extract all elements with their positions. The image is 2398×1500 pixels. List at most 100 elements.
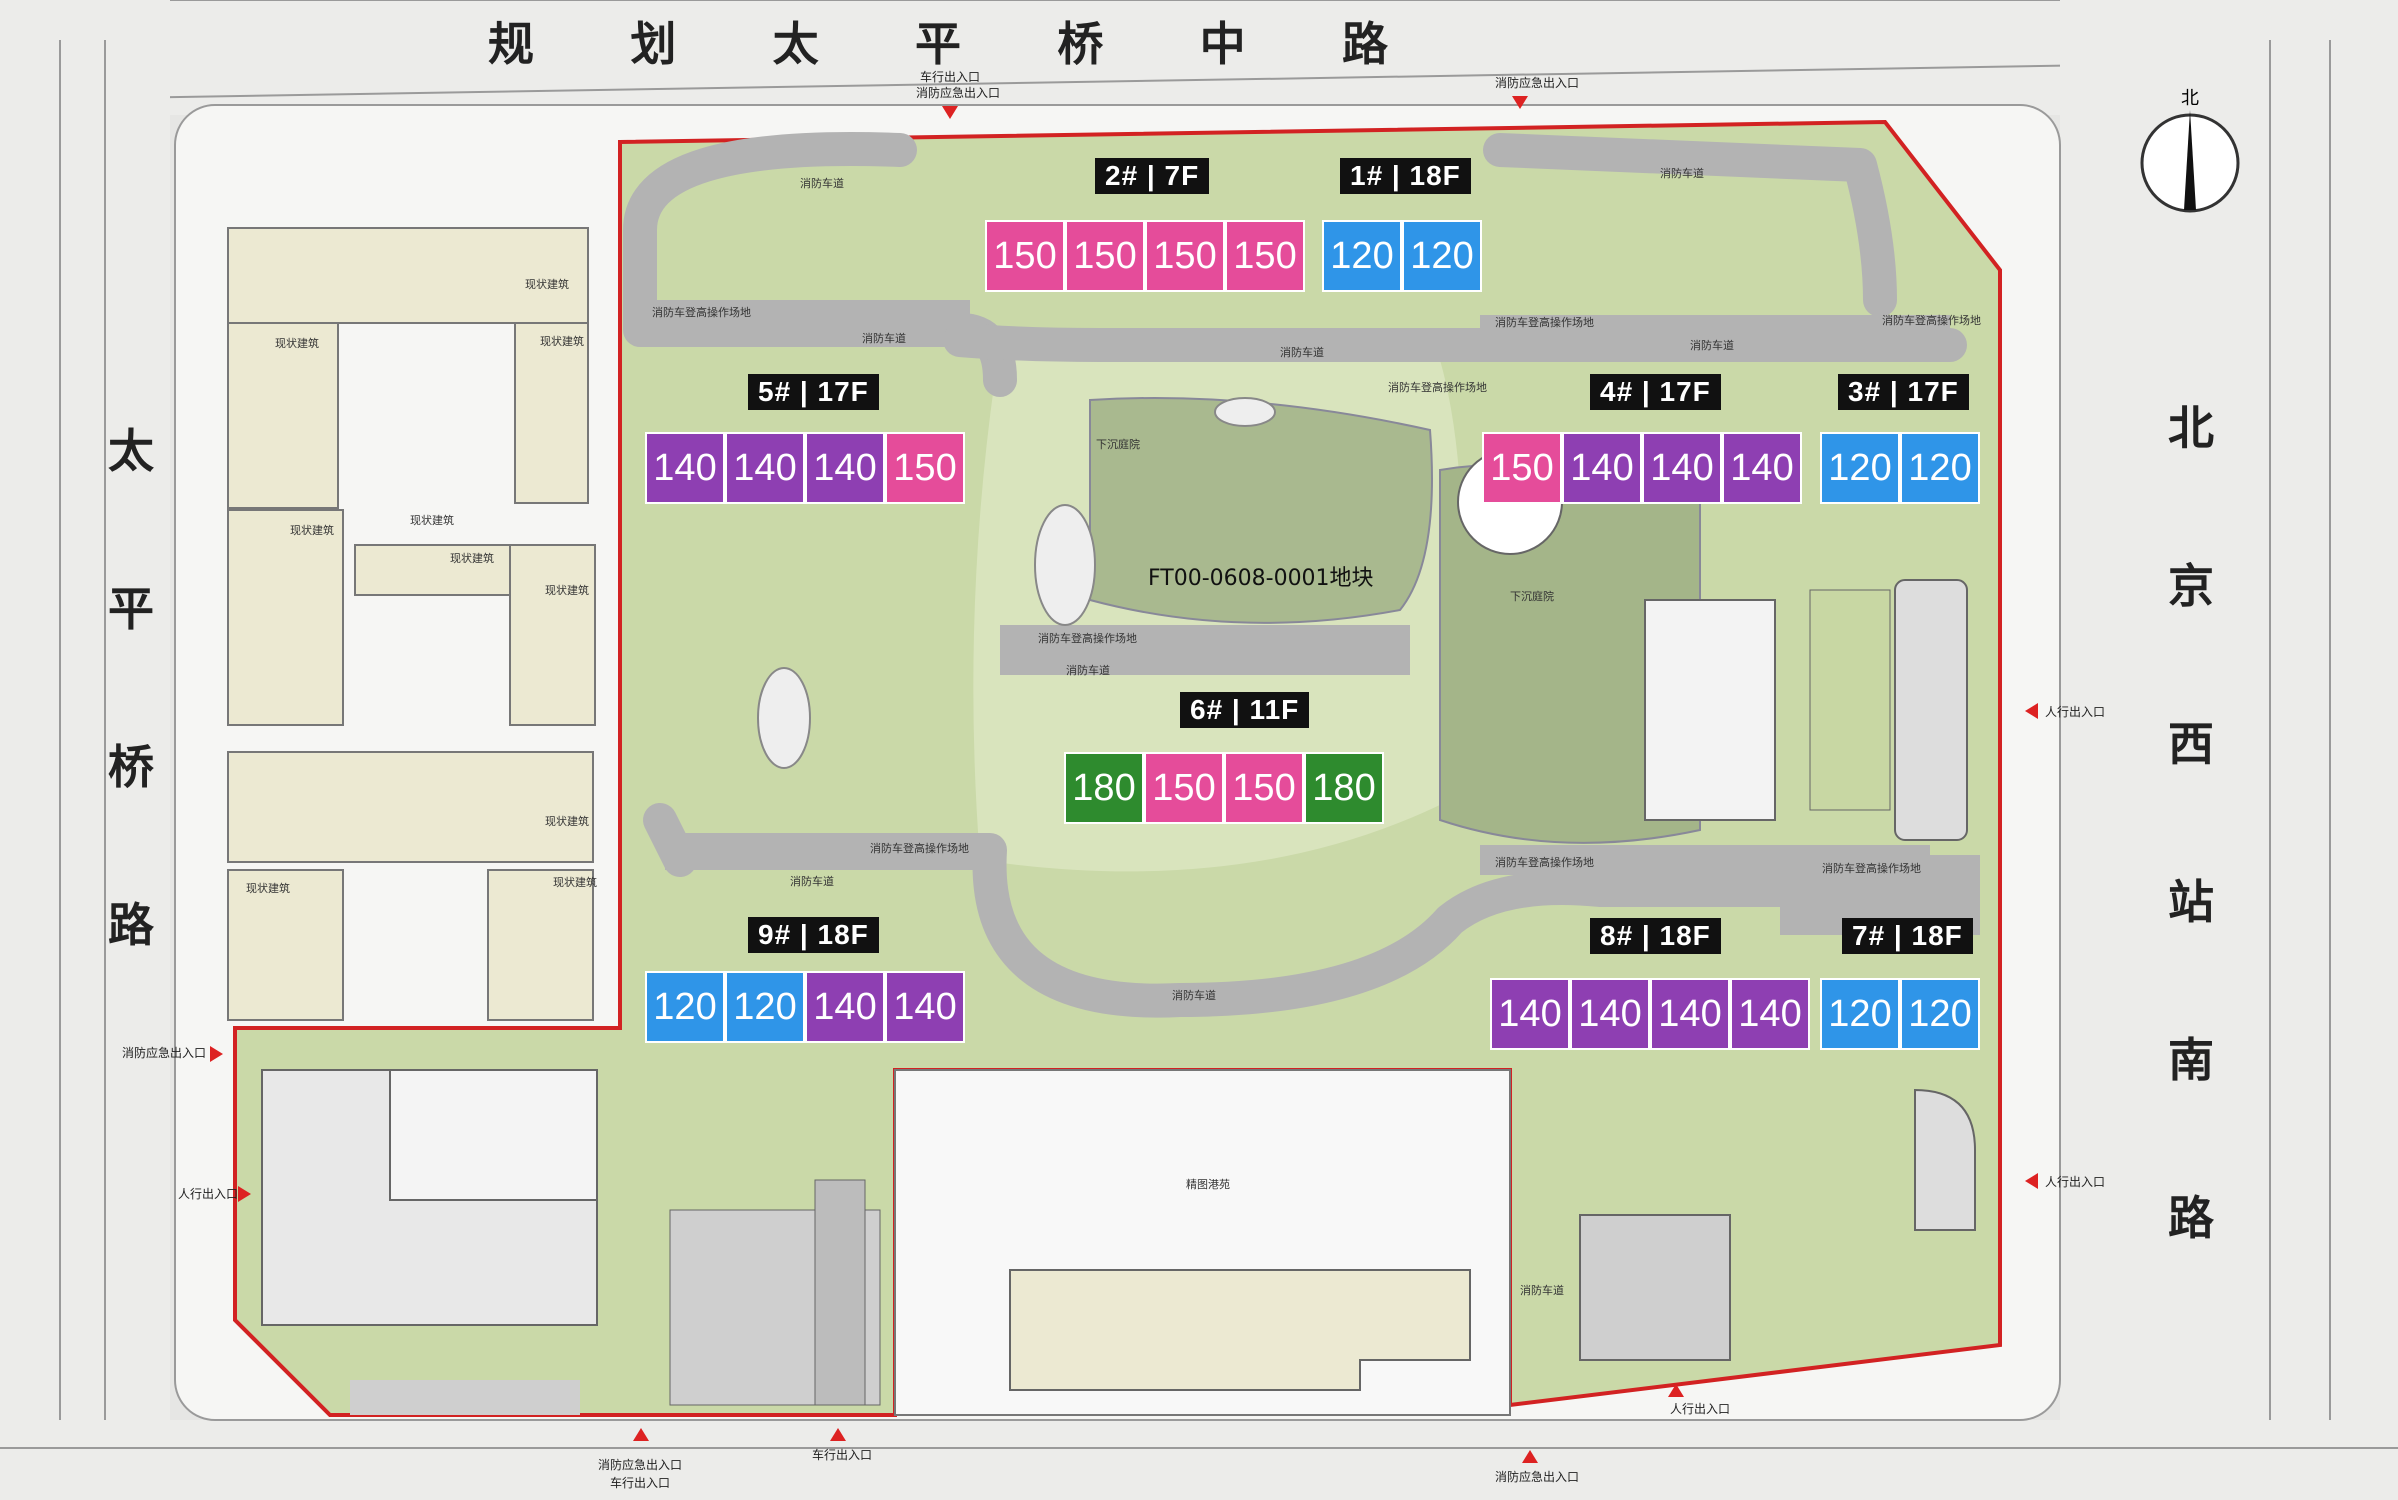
fire-platform-label: 消防车登高操作场地 (1495, 856, 1594, 869)
car-entry-bottom-label: 车行出入口 (812, 1448, 873, 1462)
fire-entry-left-label: 消防应急出入口 (122, 1046, 207, 1060)
fire-lane-label: 消防车道 (800, 177, 844, 190)
existing-building-label: 现状建筑 (410, 514, 454, 527)
entry-arrow-icon (633, 1428, 649, 1441)
fire-lane-label: 消防车道 (1066, 664, 1110, 677)
unit-150: 150 (1144, 752, 1224, 824)
unit-150: 150 (1224, 752, 1304, 824)
building-tag-8: 8# | 18F (1590, 918, 1721, 954)
parcel-label: FT00-0608-0001地块 (1148, 566, 1374, 591)
existing-building-label: 现状建筑 (545, 584, 589, 597)
fire-entry-bottom2-label: 消防应急出入口 (1495, 1470, 1580, 1484)
fire-lane-label: 消防车道 (862, 332, 906, 345)
unit-150: 150 (1145, 220, 1225, 292)
sunken-courtyard-label: 下沉庭院 (1510, 590, 1554, 603)
building-tag-9: 9# | 18F (748, 917, 879, 953)
car-entry-bottom2-label: 车行出入口 (610, 1476, 671, 1490)
unit-140: 140 (1730, 978, 1810, 1050)
compass-north-label: 北 (2181, 88, 2199, 109)
entry-arrow-icon (1522, 1450, 1538, 1463)
road-east-label: 北京西站南路 (2168, 401, 2214, 1245)
entry-arrow-icon (1668, 1384, 1684, 1397)
unit-120: 120 (1820, 978, 1900, 1050)
unit-120: 120 (1402, 220, 1482, 292)
unit-120: 120 (725, 971, 805, 1043)
unit-120: 120 (1900, 432, 1980, 504)
existing-building-label: 现状建筑 (246, 882, 290, 895)
unit-140: 140 (725, 432, 805, 504)
fire-lane-label: 消防车道 (790, 875, 834, 888)
fire-entry-top-label: 消防应急出入口 (916, 86, 1001, 100)
ped-entry-left-label: 人行出入口 (178, 1187, 239, 1201)
fire-platform-label: 消防车登高操作场地 (1038, 632, 1137, 645)
unit-120: 120 (1820, 432, 1900, 504)
unit-120: 120 (1322, 220, 1402, 292)
car-entry-top-label: 车行出入口 (920, 70, 981, 84)
road-north-label: 规划太平桥中路 (488, 17, 1388, 71)
fire-platform-label: 消防车登高操作场地 (870, 842, 969, 855)
fire-lane-label: 消防车道 (1280, 346, 1324, 359)
unit-120: 120 (1900, 978, 1980, 1050)
entry-arrow-icon (2025, 1173, 2038, 1189)
building-tag-6: 6# | 11F (1180, 692, 1310, 728)
road-west-label: 太平桥路 (108, 424, 154, 952)
unit-180: 180 (1304, 752, 1384, 824)
unit-140: 140 (885, 971, 965, 1043)
entry-arrow-icon (238, 1186, 251, 1202)
unit-150: 150 (1225, 220, 1305, 292)
fire-platform-label: 消防车登高操作场地 (1882, 314, 1981, 327)
unit-150: 150 (1482, 432, 1562, 504)
ped-entry-right2-label: 人行出入口 (2045, 1175, 2106, 1189)
entry-arrow-icon (210, 1046, 223, 1062)
unit-140: 140 (1650, 978, 1730, 1050)
unit-140: 140 (805, 971, 885, 1043)
existing-building-label: 现状建筑 (290, 524, 334, 537)
existing-building-label: 现状建筑 (450, 552, 494, 565)
building-tag-4: 4# | 17F (1590, 374, 1721, 410)
fire-lane-label: 消防车道 (1520, 1284, 1564, 1297)
sunken-courtyard-label: 下沉庭院 (1096, 438, 1140, 451)
entry-arrow-icon (1512, 96, 1528, 109)
unit-140: 140 (645, 432, 725, 504)
unit-140: 140 (1642, 432, 1722, 504)
unit-150: 150 (885, 432, 965, 504)
existing-building-label: 现状建筑 (275, 337, 319, 350)
entry-arrow-icon (830, 1428, 846, 1441)
compass-icon (2142, 115, 2238, 211)
fire-platform-label: 消防车登高操作场地 (1822, 862, 1921, 875)
unit-140: 140 (1490, 978, 1570, 1050)
fire-platform-label: 消防车登高操作场地 (1388, 381, 1487, 394)
building-tag-7: 7# | 18F (1842, 918, 1973, 954)
unit-140: 140 (1562, 432, 1642, 504)
existing-building-label: 现状建筑 (525, 278, 569, 291)
entry-arrow-icon (2025, 703, 2038, 719)
ped-entry-bottom-label: 人行出入口 (1670, 1402, 1731, 1416)
fire-lane-label: 消防车道 (1172, 989, 1216, 1002)
building-tag-5: 5# | 17F (748, 374, 879, 410)
fire-entry-top2-label: 消防应急出入口 (1495, 76, 1580, 90)
ped-entry-right1-label: 人行出入口 (2045, 705, 2106, 719)
unit-140: 140 (1722, 432, 1802, 504)
unit-150: 150 (1065, 220, 1145, 292)
building-tag-2: 2# | 7F (1095, 158, 1210, 194)
fire-entry-bottom-label: 消防应急出入口 (598, 1458, 683, 1472)
fire-platform-label: 消防车登高操作场地 (652, 306, 751, 319)
school-label: 精图港苑 (1186, 1178, 1230, 1191)
unit-120: 120 (645, 971, 725, 1043)
existing-building-label: 现状建筑 (545, 815, 589, 828)
building-tag-3: 3# | 17F (1838, 374, 1969, 410)
fire-lane-label: 消防车道 (1690, 339, 1734, 352)
existing-building-label: 现状建筑 (540, 335, 584, 348)
unit-150: 150 (985, 220, 1065, 292)
fire-platform-label: 消防车登高操作场地 (1495, 316, 1594, 329)
unit-180: 180 (1064, 752, 1144, 824)
unit-140: 140 (805, 432, 885, 504)
